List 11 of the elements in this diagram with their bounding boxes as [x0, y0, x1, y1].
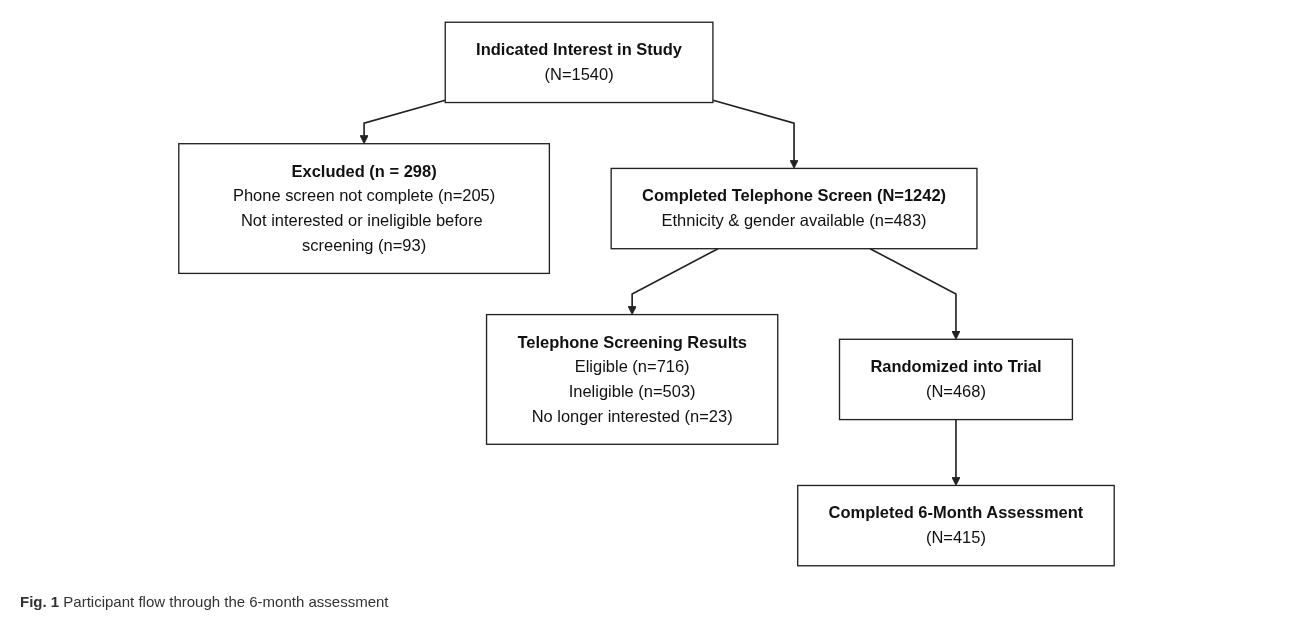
- node-box: Completed Telephone Screen (N=1242) Ethnicity & gender available (n=483): [610, 167, 978, 249]
- arrow: [712, 98, 799, 169]
- figure-caption: Fig. 1 Participant flow through the 6-month assessment: [20, 593, 389, 610]
- node-box: Excluded (n = 298) Phone screen not complete (n=205) Not interested or ineligible before screening (n=93): [178, 142, 551, 274]
- node-box: Completed 6-Month Assessment (N=415): [797, 484, 1115, 566]
- node-box: Randomized into Trial (N=468): [838, 338, 1074, 420]
- arrow: [951, 418, 961, 486]
- arrow: [869, 247, 961, 340]
- arrow: [627, 247, 719, 315]
- node-box: Indicated Interest in Study (N=1540): [444, 21, 714, 103]
- node-box: Telephone Screening Results Eligible (n=716) Ineligible (n=503) No longer interested (n=23): [485, 313, 779, 445]
